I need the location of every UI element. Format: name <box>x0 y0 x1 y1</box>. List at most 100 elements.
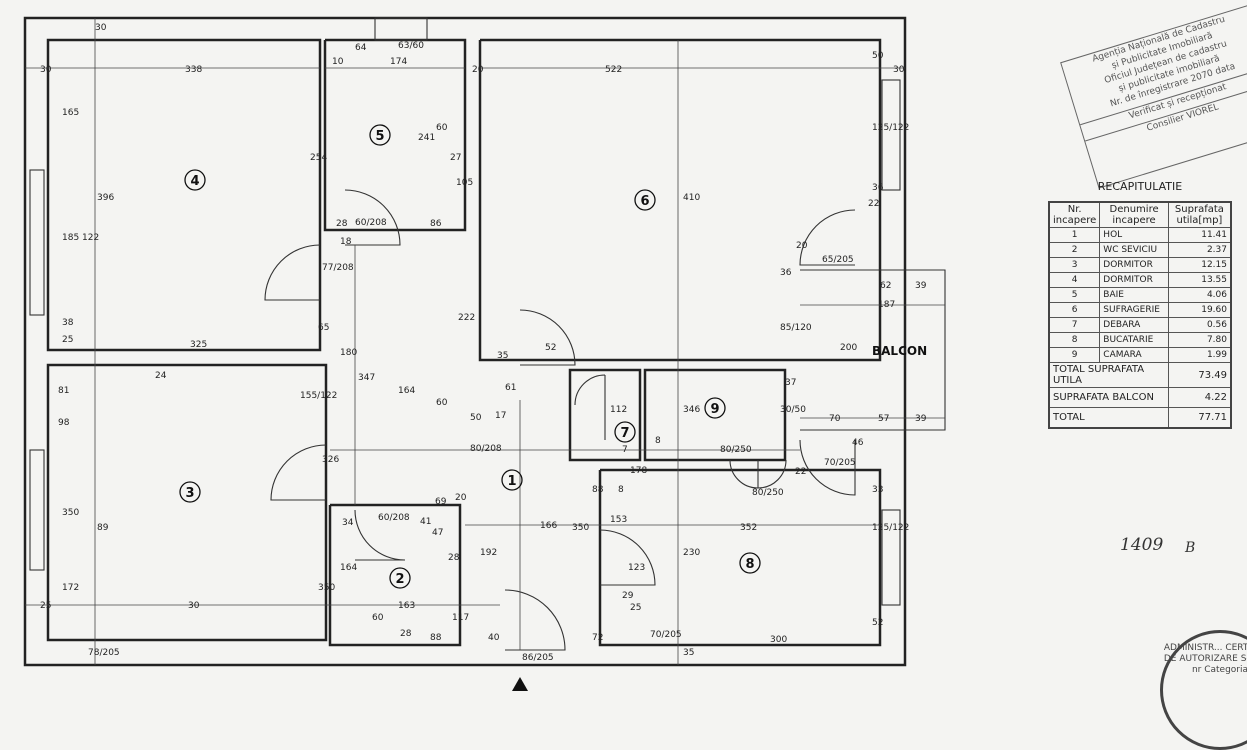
room-number-circle <box>179 481 201 503</box>
dimension-label: 35 <box>497 351 508 361</box>
header-nr: Nr. incapere <box>1048 201 1101 228</box>
dimension-label: 180 <box>340 348 357 358</box>
dimension-label: 164 <box>398 386 415 396</box>
dimension-label: 69 <box>435 497 447 507</box>
dimension-label: 25 <box>630 603 641 613</box>
room-area: 1.99 <box>1167 347 1232 363</box>
room-9-walls <box>643 368 787 462</box>
dimension-label: 30/50 <box>780 405 806 415</box>
dimension-label: 39 <box>915 281 927 291</box>
dimension-label: 172 <box>62 583 79 593</box>
door-arc <box>504 589 566 651</box>
room-number: 5 <box>375 129 384 144</box>
dimension-label: 396 <box>97 193 114 203</box>
dimension-label: 8 <box>618 485 624 495</box>
dimension-label: 164 <box>340 563 357 573</box>
room-area: 0.56 <box>1167 317 1232 333</box>
recap-title: RECAPITULATIE <box>1097 180 1183 193</box>
dimension-label: 105 <box>456 178 473 188</box>
dimension-label: 30 <box>893 65 905 75</box>
dimension-label: 86/205 <box>522 653 554 663</box>
recap-table: Nr. incapere Denumire incapere Suprafata… <box>1048 201 1232 429</box>
recap-table-panel: RECAPITULATIE Nr. incapere Denumire inca… <box>1048 180 1232 429</box>
dimension-label: 89 <box>97 523 109 533</box>
header-name: Denumire incapere <box>1099 201 1169 228</box>
dimension-label: 57 <box>878 414 889 424</box>
dimension-label: 350 <box>572 523 589 533</box>
dimension-label: 350 <box>318 583 335 593</box>
dimension-label: 27 <box>450 153 461 163</box>
dimension-label: 347 <box>358 373 375 383</box>
door-arc <box>264 244 321 301</box>
room-name: DEBARA <box>1099 317 1169 333</box>
door-arc <box>799 209 856 266</box>
room-number: 3 <box>185 486 194 501</box>
room-number: 9 <box>710 402 719 417</box>
dimension-label: 34 <box>342 518 354 528</box>
dimension-label: 192 <box>480 548 497 558</box>
room-area: 19.60 <box>1167 302 1232 318</box>
dimension-label: 80/208 <box>470 444 502 454</box>
room-number-circle <box>634 189 656 211</box>
room-nr: 8 <box>1048 332 1101 348</box>
room-nr: 9 <box>1048 347 1101 363</box>
dimension-label: 18 <box>340 237 352 247</box>
dimension-label: 17 <box>495 411 506 421</box>
dimension-label: 20 <box>455 493 467 503</box>
room-nr: 3 <box>1048 257 1101 273</box>
dimension-label: 77/208 <box>322 263 354 273</box>
total-label: TOTAL <box>1048 407 1169 429</box>
dimension-label: 222 <box>458 313 475 323</box>
dimension-label: 28 <box>448 553 460 563</box>
dimension-label: 65/205 <box>822 255 854 265</box>
room-number-circle <box>184 169 206 191</box>
dimension-label: 300 <box>770 635 787 645</box>
dimension-label: 8 <box>655 436 661 446</box>
balcon-label: SUPRAFATA BALCON <box>1048 387 1169 408</box>
total-util-label: TOTAL SUPRAFATA UTILA <box>1048 362 1169 388</box>
window <box>881 79 901 191</box>
dimension-label: 88 <box>592 485 604 495</box>
dimension-label: 47 <box>432 528 443 538</box>
door-arc <box>729 459 787 489</box>
window <box>374 17 428 41</box>
dimension-label: 326 <box>322 455 339 465</box>
room-3-walls <box>46 363 328 642</box>
door-arc <box>574 374 606 440</box>
room-number-circle <box>389 567 411 589</box>
dimension-label: 52 <box>872 618 883 628</box>
dimension-label: 85/120 <box>780 323 812 333</box>
room-nr: 1 <box>1048 227 1101 243</box>
balcony-label: BALCON <box>872 344 927 358</box>
room-name: DORMITOR <box>1099 257 1169 273</box>
dimension-label: 25 <box>62 335 73 345</box>
dimension-label: 352 <box>740 523 757 533</box>
room-name: BUCATARIE <box>1099 332 1169 348</box>
room-number: 4 <box>190 174 199 189</box>
dimension-label: 112 <box>610 405 627 415</box>
dimension-label: 24 <box>155 371 167 381</box>
door-arc <box>599 529 656 586</box>
dimension-label: 30 <box>40 65 52 75</box>
room-6-walls <box>478 38 882 362</box>
dimension-label: 200 <box>840 343 857 353</box>
dimension-label: 60 <box>372 613 384 623</box>
door-arc <box>799 439 856 496</box>
dimension-label: 60/208 <box>355 218 387 228</box>
dimension-label: 64 <box>355 43 367 53</box>
dimension-label: 70/205 <box>824 458 856 468</box>
room-number-circle <box>704 397 726 419</box>
room-number: 1 <box>507 474 516 489</box>
dimension-label: 46 <box>852 438 864 448</box>
dimension-label: 187 <box>878 300 895 310</box>
dimension-label: 38 <box>62 318 74 328</box>
door-arc <box>519 309 576 366</box>
room-nr: 5 <box>1048 287 1101 303</box>
balcony-outline <box>800 269 946 431</box>
room-area: 11.41 <box>1167 227 1232 243</box>
